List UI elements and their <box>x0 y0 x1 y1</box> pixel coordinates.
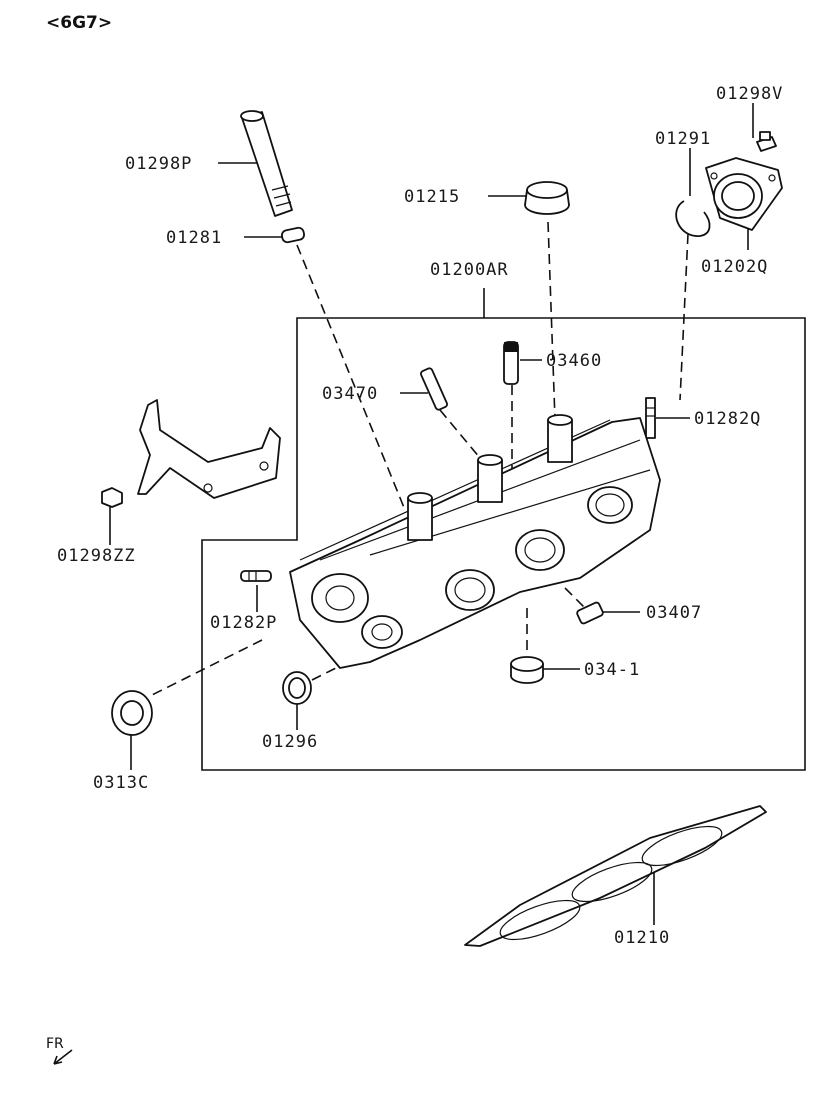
part-label: 01291 <box>655 129 711 149</box>
oil-seal-cap <box>524 181 570 215</box>
leader-lines <box>109 103 754 925</box>
guide-pin <box>420 367 448 411</box>
o-ring-sleeve <box>282 671 312 705</box>
part-labels: 01298V 01291 01298P 01215 01281 01202Q 0… <box>57 84 783 948</box>
part-label: 01210 <box>614 928 670 948</box>
part-label: 01296 <box>262 732 318 752</box>
small-bolt <box>756 131 777 152</box>
part-label: 01200AR <box>430 260 509 280</box>
part-label: 01298V <box>716 84 783 104</box>
part-label: 034-1 <box>584 660 640 680</box>
part-label: 01215 <box>404 187 460 207</box>
lifting-bracket <box>137 399 281 499</box>
part-label: 01282P <box>210 613 277 633</box>
head-gasket <box>464 805 767 947</box>
part-label: 03470 <box>322 384 378 404</box>
stud-bolt-top <box>645 397 656 439</box>
plug <box>576 601 604 625</box>
front-direction-arrow-icon <box>53 1049 73 1065</box>
cylinder-head <box>289 414 661 669</box>
flange-nut <box>101 487 123 508</box>
assembly-frame <box>201 317 806 771</box>
part-label: 01202Q <box>701 257 768 277</box>
camshaft-oil-seal <box>111 690 153 736</box>
water-outlet-housing <box>705 157 783 231</box>
part-label: 01281 <box>166 228 222 248</box>
valve-spring-seat <box>510 656 544 684</box>
part-label: 01298ZZ <box>57 546 136 566</box>
part-label: 0313C <box>93 773 149 793</box>
front-direction-label: FR <box>46 1036 64 1052</box>
stud-bolt-front <box>240 570 272 582</box>
part-label: 01298P <box>125 154 192 174</box>
engine-code-header: <6G7> <box>46 13 112 33</box>
part-label: 01282Q <box>694 409 761 429</box>
part-label: 03407 <box>646 603 702 623</box>
dowel-pin <box>503 341 519 385</box>
part-label: 03460 <box>546 351 602 371</box>
head-bolt-long <box>240 110 293 217</box>
snap-ring <box>675 200 711 237</box>
washer <box>281 226 305 244</box>
